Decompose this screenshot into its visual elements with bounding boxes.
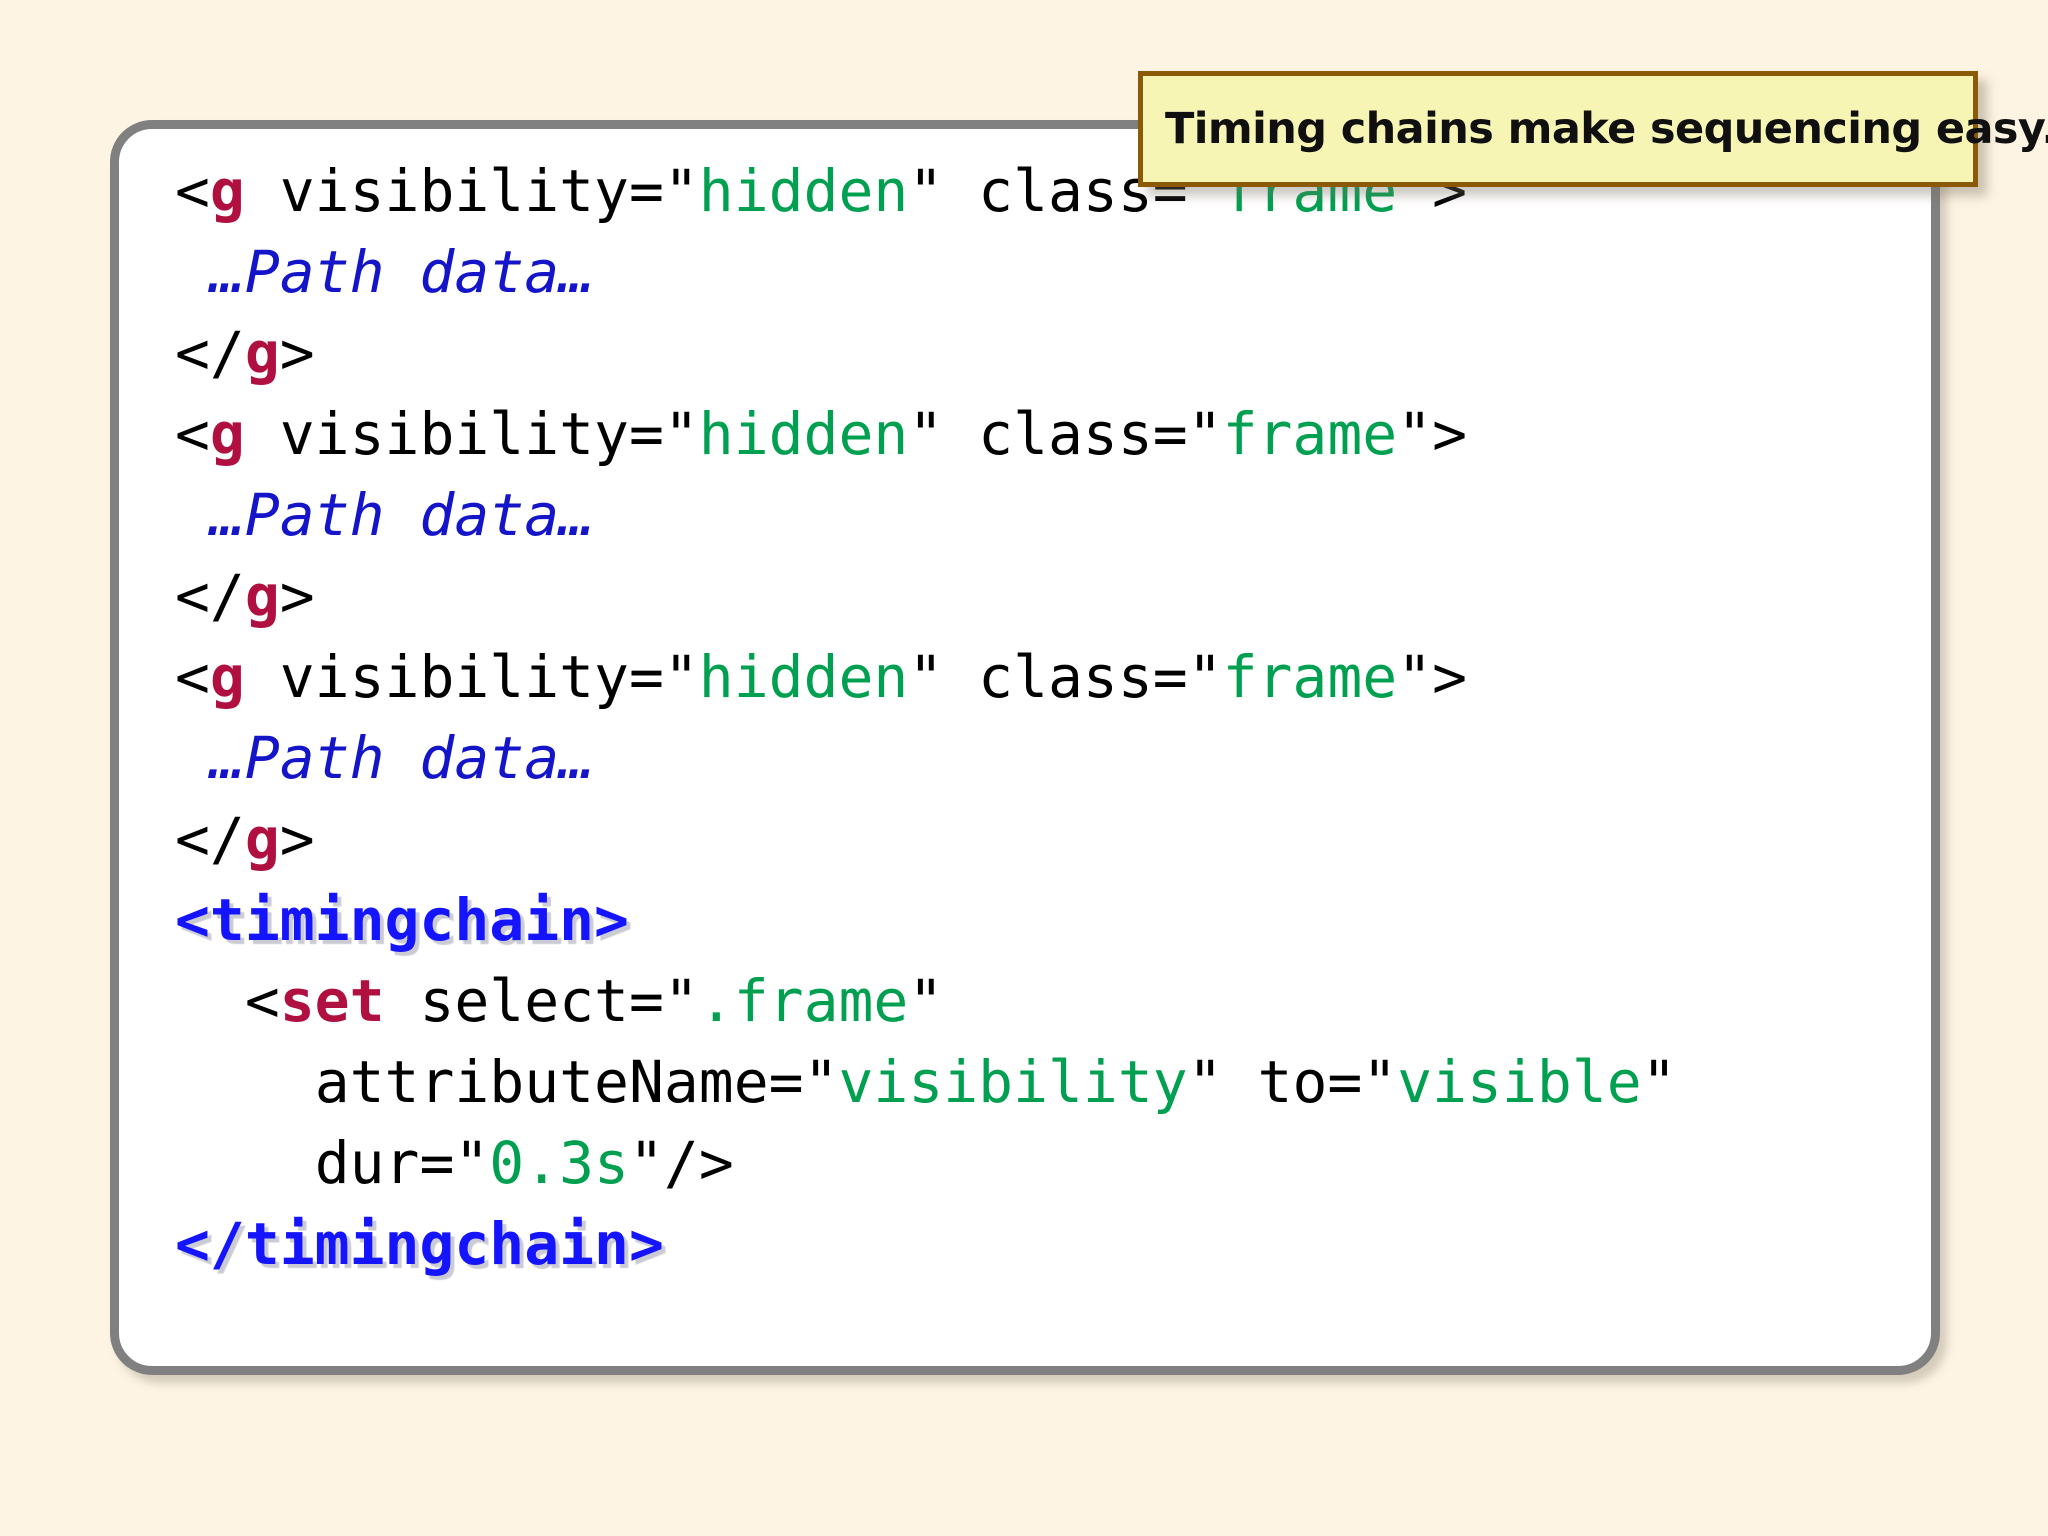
code-token-str: 0.3s bbox=[489, 1129, 629, 1197]
code-token-tag: g bbox=[244, 562, 280, 630]
code-indent bbox=[175, 481, 210, 549]
code-token-tag: g bbox=[209, 400, 245, 468]
code-panel: <g visibility="hidden" class="frame"> …P… bbox=[110, 120, 1940, 1375]
code-token-punct: </ bbox=[175, 805, 245, 873]
code-token-punct: </ bbox=[175, 319, 245, 387]
code-token-quote: " bbox=[1187, 643, 1223, 711]
code-token-quote: " bbox=[663, 400, 699, 468]
code-line: </timingchain> bbox=[175, 1204, 1921, 1285]
code-token-punct: > bbox=[279, 319, 315, 387]
code-token-str: visible bbox=[1397, 1048, 1642, 1116]
code-token-attr: class= bbox=[943, 643, 1188, 711]
code-token-punct: < bbox=[175, 643, 210, 711]
code-token-tag: set bbox=[279, 967, 385, 1035]
code-line: <g visibility="hidden" class="frame"> bbox=[175, 394, 1921, 475]
code-token-punct: < bbox=[175, 157, 210, 225]
code-line: dur="0.3s"/> bbox=[175, 1123, 1921, 1204]
code-line: …Path data… bbox=[175, 718, 1921, 799]
code-line: …Path data… bbox=[175, 475, 1921, 556]
code-token-quote: " bbox=[1187, 400, 1223, 468]
code-line: …Path data… bbox=[175, 232, 1921, 313]
code-token-attr: visibility= bbox=[244, 157, 664, 225]
code-line: </g> bbox=[175, 799, 1921, 880]
code-token-tag: g bbox=[209, 157, 245, 225]
code-line: <set select=".frame" bbox=[175, 961, 1921, 1042]
code-token-quote: " bbox=[663, 643, 699, 711]
code-token-punct: > bbox=[279, 805, 315, 873]
code-indent bbox=[175, 238, 210, 306]
code-token-quote: " bbox=[1397, 643, 1433, 711]
code-indent bbox=[175, 1129, 315, 1197]
code-token-comment: …Path data… bbox=[209, 481, 595, 549]
code-token-quote: " bbox=[663, 967, 699, 1035]
code-token-quote: " bbox=[1641, 1048, 1677, 1116]
code-token-quote: " bbox=[628, 1129, 664, 1197]
code-token-str: .frame bbox=[698, 967, 909, 1035]
code-token-str: visibility bbox=[838, 1048, 1188, 1116]
code-token-tag: g bbox=[244, 805, 280, 873]
code-token-quote: " bbox=[454, 1129, 490, 1197]
code-token-punct: > bbox=[1432, 400, 1468, 468]
code-token-str: hidden bbox=[698, 643, 909, 711]
code-indent bbox=[175, 967, 245, 1035]
code-token-quote: " bbox=[803, 1048, 839, 1116]
code-token-str: frame bbox=[1222, 643, 1398, 711]
code-line: </g> bbox=[175, 556, 1921, 637]
code-token-attr: class= bbox=[943, 400, 1188, 468]
code-token-attr: select= bbox=[384, 967, 664, 1035]
code-token-tag: g bbox=[244, 319, 280, 387]
code-token-quote: " bbox=[1187, 1048, 1223, 1116]
code-token-hl: </timingchain> bbox=[175, 1210, 664, 1278]
code-token-comment: …Path data… bbox=[209, 238, 595, 306]
code-token-attr: dur= bbox=[314, 1129, 455, 1197]
code-indent bbox=[175, 1048, 315, 1116]
code-token-attr: visibility= bbox=[244, 400, 664, 468]
code-token-punct: < bbox=[175, 400, 210, 468]
code-token-str: hidden bbox=[698, 157, 909, 225]
code-token-punct: < bbox=[244, 967, 280, 1035]
code-token-quote: " bbox=[908, 643, 944, 711]
callout-text: Timing chains make sequencing easy. bbox=[1165, 104, 2048, 154]
code-token-attr: visibility= bbox=[244, 643, 664, 711]
code-token-tag: g bbox=[209, 643, 245, 711]
code-token-quote: " bbox=[908, 967, 944, 1035]
code-indent bbox=[175, 724, 210, 792]
code-listing: <g visibility="hidden" class="frame"> …P… bbox=[175, 151, 1921, 1285]
code-token-str: frame bbox=[1222, 400, 1398, 468]
code-token-quote: " bbox=[908, 400, 944, 468]
code-token-quote: " bbox=[663, 157, 699, 225]
callout-box: Timing chains make sequencing easy. bbox=[1138, 71, 2048, 187]
code-token-hl: <timingchain> bbox=[175, 886, 629, 954]
code-token-quote: " bbox=[1362, 1048, 1398, 1116]
code-token-attr: to= bbox=[1222, 1048, 1363, 1116]
code-line: <timingchain> bbox=[175, 880, 1921, 961]
code-token-punct: </ bbox=[175, 562, 245, 630]
code-line: <g visibility="hidden" class="frame"> bbox=[175, 637, 1921, 718]
code-token-str: hidden bbox=[698, 400, 909, 468]
code-line: </g> bbox=[175, 313, 1921, 394]
code-line: attributeName="visibility" to="visible" bbox=[175, 1042, 1921, 1123]
code-token-punct: > bbox=[279, 562, 315, 630]
code-token-punct: > bbox=[1432, 643, 1468, 711]
code-token-quote: " bbox=[908, 157, 944, 225]
code-token-punct: /> bbox=[663, 1129, 734, 1197]
code-token-quote: " bbox=[1397, 400, 1433, 468]
code-token-comment: …Path data… bbox=[209, 724, 595, 792]
code-token-attr: attributeName= bbox=[314, 1048, 804, 1116]
